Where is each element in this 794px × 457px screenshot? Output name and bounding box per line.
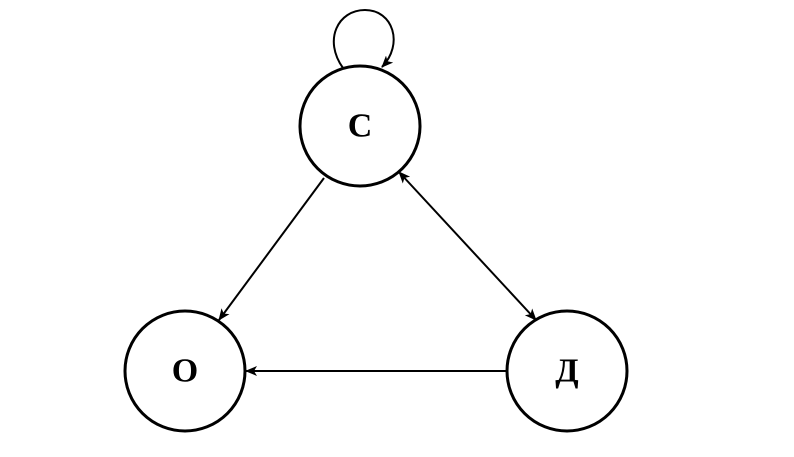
node-c-circle — [298, 64, 422, 188]
node-o-label: О — [172, 353, 198, 390]
node-d-label: Д — [555, 353, 578, 390]
edge-c-d-bidirectional — [398, 171, 537, 321]
node-c: С — [298, 64, 422, 188]
node-o-circle — [123, 309, 247, 433]
edge-c-to-o — [218, 177, 325, 321]
node-d: Д — [505, 309, 629, 433]
node-d-circle — [505, 309, 629, 433]
edge-c-self-loop — [332, 8, 395, 69]
node-c-label: С — [348, 108, 373, 145]
node-o: О — [123, 309, 247, 433]
